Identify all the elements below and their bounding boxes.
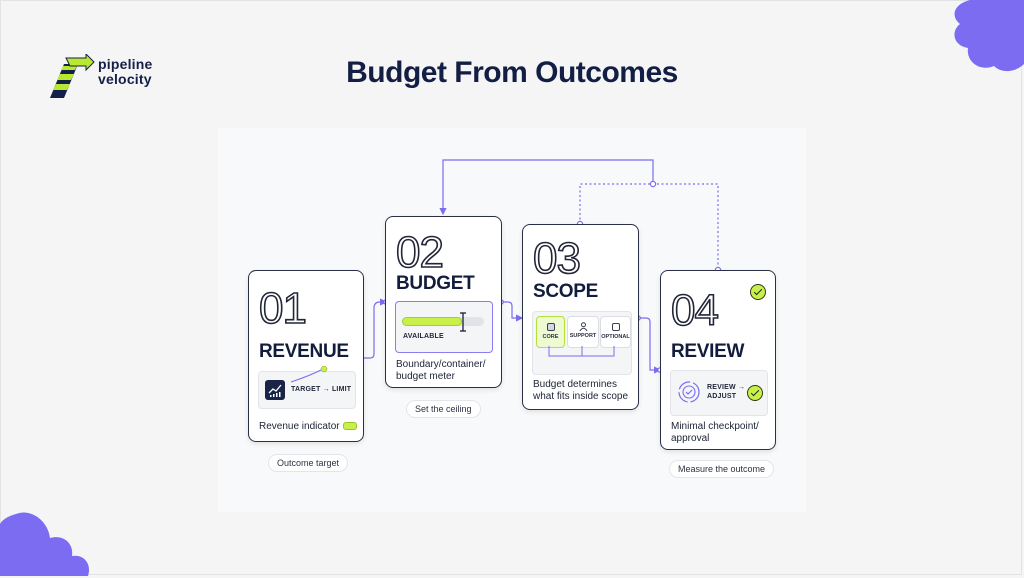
scope-chip-core: CORE [536,316,565,348]
step-number: 03 [532,234,582,283]
brand-name: pipeline velocity [98,57,153,87]
chip-label: OPTIONAL [601,334,630,340]
desc-line-1: Boundary/container/ [396,359,486,370]
brand-logo-icon [50,54,95,98]
step-description: Budget determines what fits inside scope [533,379,628,403]
scope-bracket-lines [548,346,615,357]
budget-meter-box: AVAILABLE [395,301,493,353]
step-number: 04 [670,286,720,335]
step-number: 02 [395,228,445,277]
scope-chip-box: CORE SUPPORT OPTIONAL [532,311,632,375]
adjust-check-icon [747,385,763,401]
brand-line-2: velocity [98,71,152,87]
desc-line-1: Budget determines [533,379,617,390]
meter-limit-marker-icon [460,312,466,332]
chip-label: SUPPORT [569,333,597,339]
step-card-revenue: 01 REVENUE TARGET → LIMIT Revenue indica… [248,270,364,442]
page-title: Budget From Outcomes [346,56,678,89]
optional-square-icon [611,323,620,331]
step-description: Boundary/container/ budget meter [396,359,486,383]
corner-blob-bottom-left [0,512,90,576]
step-title: REVENUE [259,341,349,362]
step-title: BUDGET [396,273,475,294]
person-icon [578,322,588,331]
step-caption: Set the ceiling [406,400,481,418]
review-line-2: ADJUST [707,393,737,400]
step-card-scope: 03 SCOPE CORE SUPPORT OPTIONAL Budget de… [522,224,639,410]
step-title: REVIEW [671,341,745,362]
step-caption: Measure the outcome [669,460,775,478]
revenue-pill [343,422,357,430]
budget-meter-fill [402,317,462,326]
step-number: 01 [258,284,308,333]
desc-line-2: what fits inside scope [533,391,629,402]
step-card-review: 04 REVIEW REVIEW → ADJUST Minimal checkp… [660,270,776,450]
chart-up-icon [265,380,285,400]
review-adjust-box: REVIEW → ADJUST [670,370,768,416]
core-square-icon [546,323,555,331]
desc-line-2: approval [671,433,710,444]
cycle-check-icon [678,381,700,403]
chip-label: CORE [542,334,559,340]
revenue-indicator-box: TARGET → LIMIT [258,366,356,409]
desc-line-1: Minimal checkpoint/ [671,421,759,432]
step-title: SCOPE [533,281,599,302]
budget-meter-track [402,317,484,326]
step-description: Revenue indicator [259,421,340,432]
target-arrow-icon [290,366,328,383]
brand-line-1: pipeline [98,56,153,72]
scope-chip-optional: OPTIONAL [600,316,631,348]
target-limit-label: TARGET → LIMIT [291,386,352,393]
corner-blob-top-right [954,0,1024,72]
review-adjust-label: REVIEW → ADJUST [707,383,745,401]
step-card-budget: 02 BUDGET AVAILABLE Boundary/container/ … [385,216,502,388]
step-description: Minimal checkpoint/ approval [671,421,759,445]
review-line-1: REVIEW → [707,384,746,391]
desc-line-2: budget meter [396,371,455,382]
available-label: AVAILABLE [403,333,444,340]
step-caption: Outcome target [268,454,349,472]
scope-chip-support: SUPPORT [567,316,599,348]
approved-check-icon [750,284,766,300]
